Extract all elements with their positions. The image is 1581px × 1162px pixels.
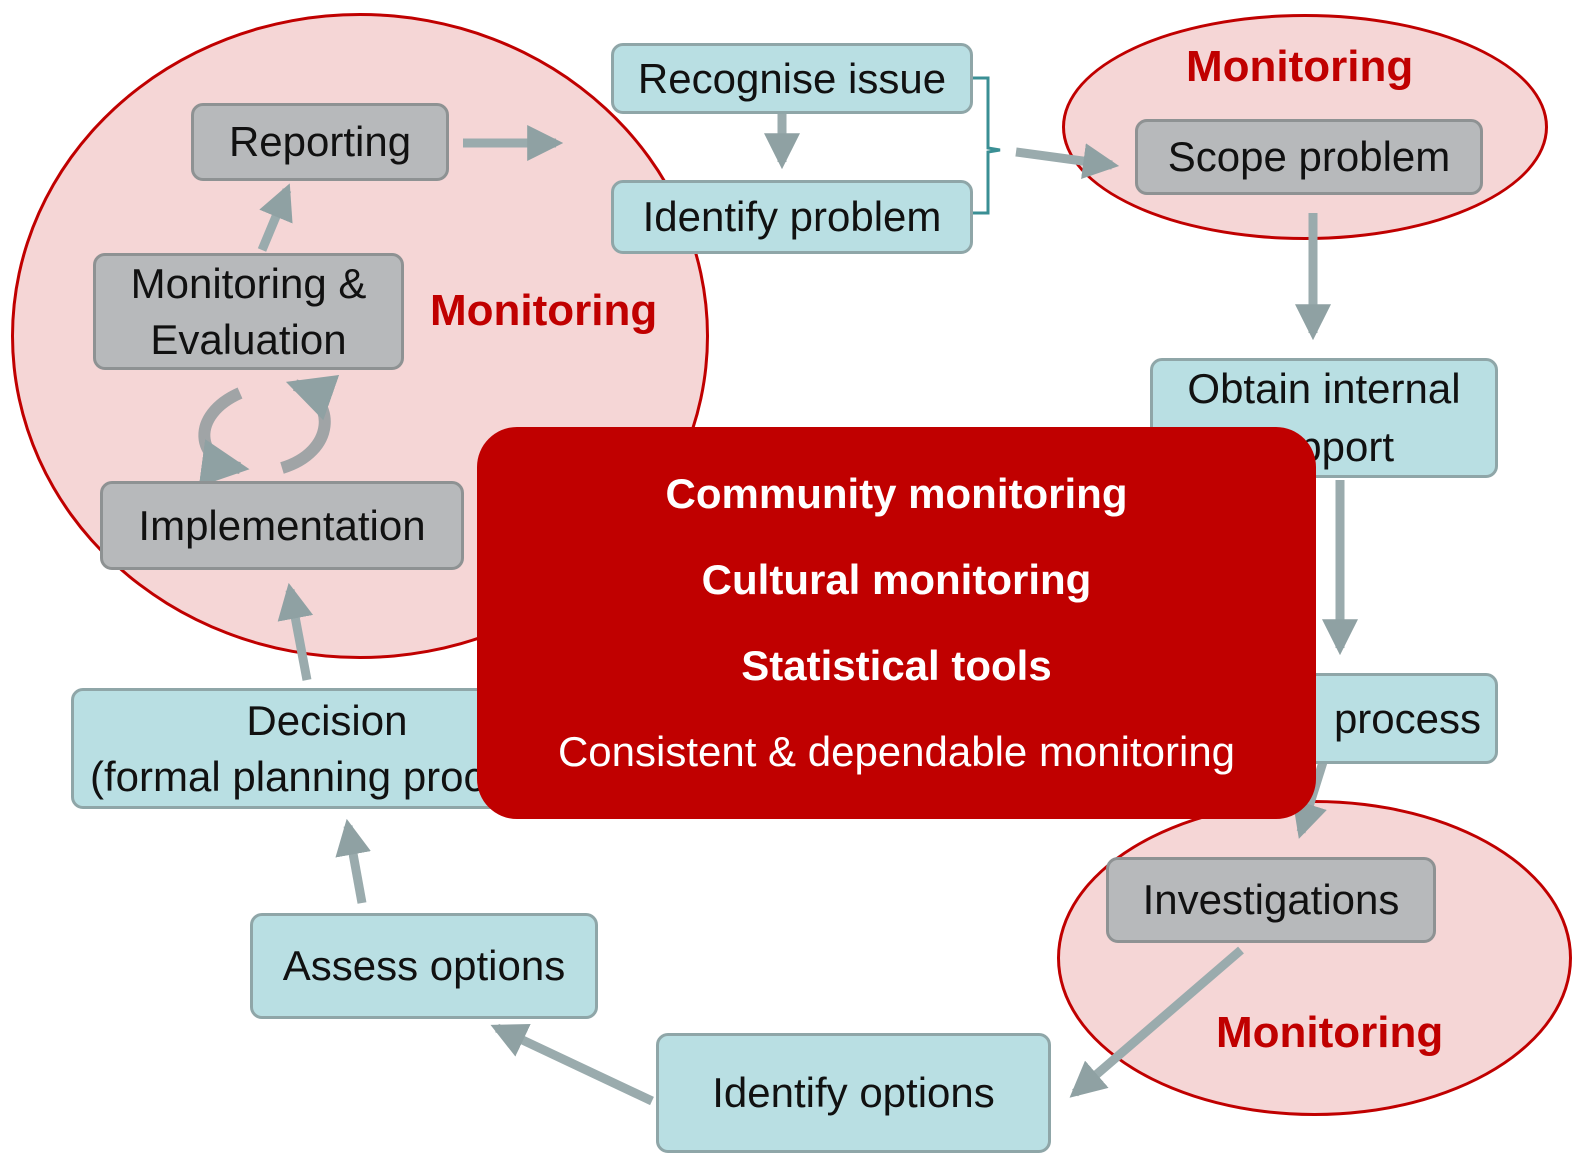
arrow-assess-to-decision: [335, 818, 371, 904]
assess-options-label: Assess options: [282, 942, 566, 989]
monitoring-evaluation-line1: Monitoring &: [130, 259, 367, 307]
bracket-connector: [973, 76, 1001, 215]
process-label: process: [1333, 694, 1481, 742]
scope-problem-box: Scope problem: [1135, 119, 1483, 195]
center-line-cultural: Cultural monitoring: [701, 556, 1092, 603]
center-line-community: Community monitoring: [665, 470, 1128, 517]
arrow-me-to-reporting: [257, 183, 293, 252]
cycle-arrow-left: [198, 387, 250, 487]
decision-line1: Decision: [246, 696, 408, 744]
recognise-issue-box: Recognise issue: [611, 43, 973, 114]
investigations-label: Investigations: [1142, 876, 1400, 923]
identify-options-box: Identify options: [656, 1033, 1051, 1153]
arrow-identify-options-to-assess: [490, 1023, 654, 1106]
monitoring-label-top-right: Monitoring: [1186, 42, 1414, 91]
center-monitoring-panel: Community monitoring Cultural monitoring…: [477, 427, 1316, 819]
implementation-label: Implementation: [138, 501, 426, 549]
obtain-internal-support-box: Obtain internal support: [1150, 358, 1498, 478]
obtain-internal-support-line1: Obtain internal: [1187, 365, 1461, 412]
identify-problem-label: Identify problem: [642, 193, 942, 240]
scope-problem-label: Scope problem: [1167, 133, 1451, 180]
reporting-box: Reporting: [191, 103, 449, 181]
assess-options-box: Assess options: [250, 913, 598, 1019]
arrow-bracket-to-scope: [1015, 143, 1120, 179]
arrow-process-to-investigations: [1292, 760, 1328, 839]
monitoring-evaluation-box: Monitoring & Evaluation: [93, 253, 404, 370]
reporting-label: Reporting: [228, 118, 412, 165]
center-line-statistical: Statistical tools: [741, 642, 1052, 689]
monitoring-ellipse-bottom-right: [1057, 800, 1572, 1116]
arrow-decision-to-implementation: [277, 582, 314, 681]
identify-problem-box: Identify problem: [611, 180, 973, 254]
arrow-investigations-to-identify-options: [1069, 946, 1244, 1098]
recognise-issue-label: Recognise issue: [637, 54, 947, 102]
investigations-box: Investigations: [1106, 857, 1436, 943]
monitoring-label-bottom-right: Monitoring: [1216, 1008, 1444, 1057]
monitoring-label-left: Monitoring: [430, 286, 658, 335]
identify-options-label: Identify options: [712, 1069, 995, 1116]
cycle-arrow-right: [280, 375, 340, 474]
implementation-box: Implementation: [100, 481, 464, 570]
monitoring-evaluation-line2: Evaluation: [150, 315, 347, 363]
center-line-consistent: Consistent & dependable monitoring: [557, 728, 1236, 775]
